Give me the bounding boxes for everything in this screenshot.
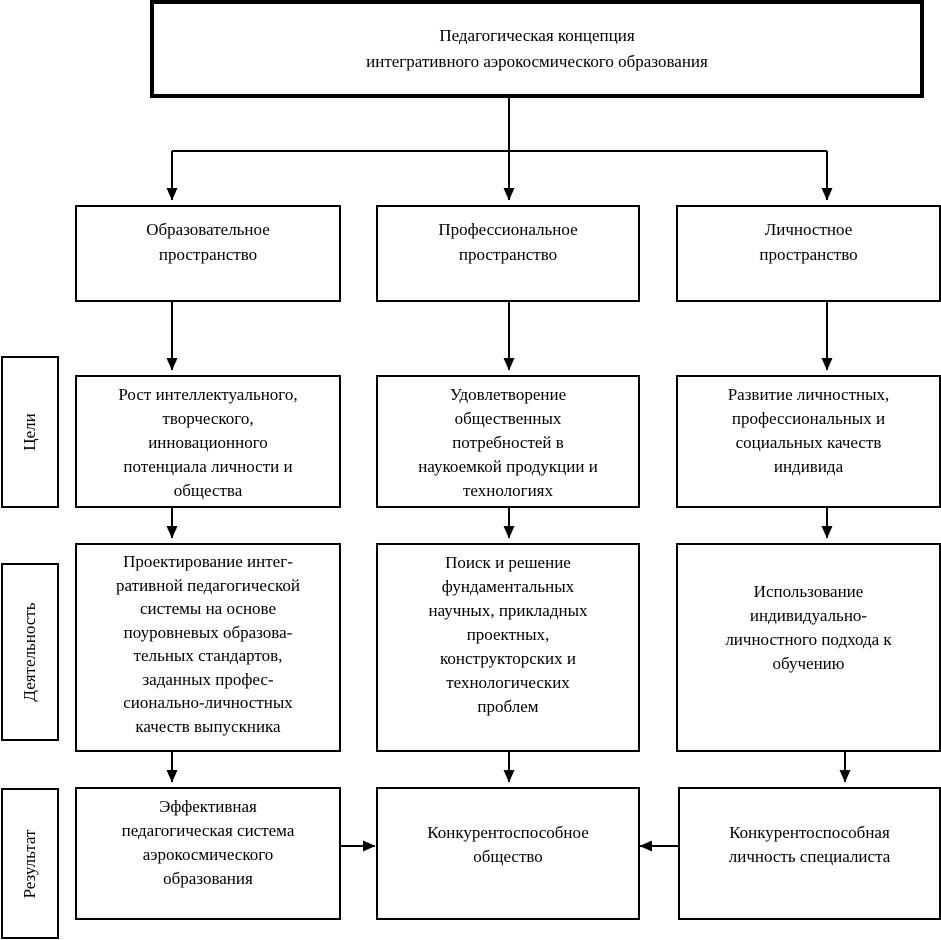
activity-box-1: Проектирование интег- ративной педагогич… — [75, 543, 341, 752]
space-box-professional: Профессиональное пространство — [376, 205, 640, 302]
activity-3-line-2: индивидуально- — [749, 605, 868, 625]
space-box-personal: Личностное пространство — [676, 205, 941, 302]
activity-2-line-1: Поиск и решение — [445, 553, 571, 572]
side-label-goals-box: Цели — [1, 356, 59, 508]
goal-box-2: Удовлетворение общественных потребностей… — [376, 375, 640, 508]
goal-1-line-2: творческого, — [162, 409, 254, 428]
activity-3-line-1: Использование — [753, 581, 864, 601]
result-box-3: Конкурентоспособная личность специалиста — [678, 787, 941, 920]
activity-1-line-4: поуровневых образова- — [123, 622, 293, 642]
result-box-2: Конкурентоспособное общество — [376, 787, 640, 920]
result-1-line-1: Эффективная — [159, 797, 257, 816]
space-box-educational: Образовательное пространство — [75, 205, 341, 302]
activity-2-line-7: проблем — [477, 697, 539, 716]
goal-1-line-4: потенциала личности и — [123, 457, 293, 476]
goal-box-3: Развитие личностных, профессиональных и … — [676, 375, 941, 508]
activity-1-line-2: ративной педагогической — [116, 575, 300, 595]
space-educational-line-1: Образовательное — [146, 220, 270, 239]
goal-3-line-2: профессиональных и — [731, 409, 886, 428]
space-personal-line-2: пространство — [759, 245, 858, 264]
activity-1-line-3: системы на основе — [139, 599, 277, 618]
activity-1-line-8: качеств выпускника — [135, 716, 281, 736]
result-box-1: Эффективная педагогическая система аэрок… — [75, 787, 341, 920]
activity-1-line-6: заданных профес- — [142, 669, 274, 689]
goal-box-1: Рост интеллектуального, творческого, инн… — [75, 375, 341, 508]
activity-2-line-2: фундаментальных — [441, 577, 575, 596]
space-professional-line-2: пространство — [458, 245, 558, 264]
side-label-result-box: Результат — [1, 788, 59, 939]
goal-2-line-4: наукоемкой продукции и — [418, 457, 598, 476]
activity-2-line-3: научных, прикладных — [428, 601, 588, 620]
activity-box-3: Использование индивидуально- личностного… — [676, 543, 941, 752]
space-professional-line-1: Профессиональное — [438, 220, 578, 239]
result-1-line-2: педагогическая система — [121, 821, 295, 840]
activity-1-line-1: Проектирование интег- — [123, 552, 293, 571]
goal-3-line-1: Развитие личностных, — [727, 385, 890, 404]
result-2-line-1: Конкурентоспособное — [427, 823, 589, 842]
goal-3-line-3: социальных качеств — [735, 433, 882, 452]
side-label-activity: Деятельность — [20, 602, 39, 702]
concept-title-line-2: интегративного аэрокосмического образова… — [366, 52, 708, 71]
side-label-activity-box: Деятельность — [1, 563, 59, 741]
activity-1-line-7: сионально-личностных — [123, 693, 293, 712]
activity-3-line-3: личностного подхода к — [725, 629, 892, 649]
activity-2-line-5: конструкторских и — [440, 649, 576, 668]
side-label-result: Результат — [20, 829, 39, 898]
result-1-line-4: образования — [163, 869, 253, 888]
goal-1-line-5: общества — [173, 481, 243, 500]
result-1-line-3: аэрокосмического — [142, 845, 274, 864]
goal-1-line-3: инновационного — [148, 433, 268, 452]
activity-2-line-6: технологических — [446, 673, 570, 692]
space-personal-line-1: Личностное — [764, 220, 853, 239]
goal-3-line-4: индивида — [773, 457, 844, 476]
concept-title-line-1: Педагогическая концепция — [439, 26, 635, 45]
activity-2-line-4: проектных, — [466, 625, 550, 644]
space-educational-line-2: пространство — [158, 245, 258, 264]
result-3-line-2: личность специалиста — [728, 847, 891, 866]
concept-title-box: Педагогическая концепция интегративного … — [150, 0, 924, 98]
result-2-line-2: общество — [473, 847, 543, 866]
goal-1-line-1: Рост интеллектуального, — [118, 385, 298, 404]
activity-1-line-5: тельных стандартов, — [133, 646, 283, 665]
result-3-line-1: Конкурентоспособная — [729, 823, 890, 842]
activity-box-2: Поиск и решение фундаментальных научных,… — [376, 543, 640, 752]
goal-2-line-5: технологиях — [463, 481, 553, 500]
activity-3-line-4: обучению — [772, 653, 845, 673]
side-label-goals: Цели — [20, 413, 39, 451]
goal-2-line-3: потребностей в — [452, 433, 564, 452]
goal-2-line-2: общественных — [454, 409, 562, 428]
goal-2-line-1: Удовлетворение — [449, 385, 567, 404]
